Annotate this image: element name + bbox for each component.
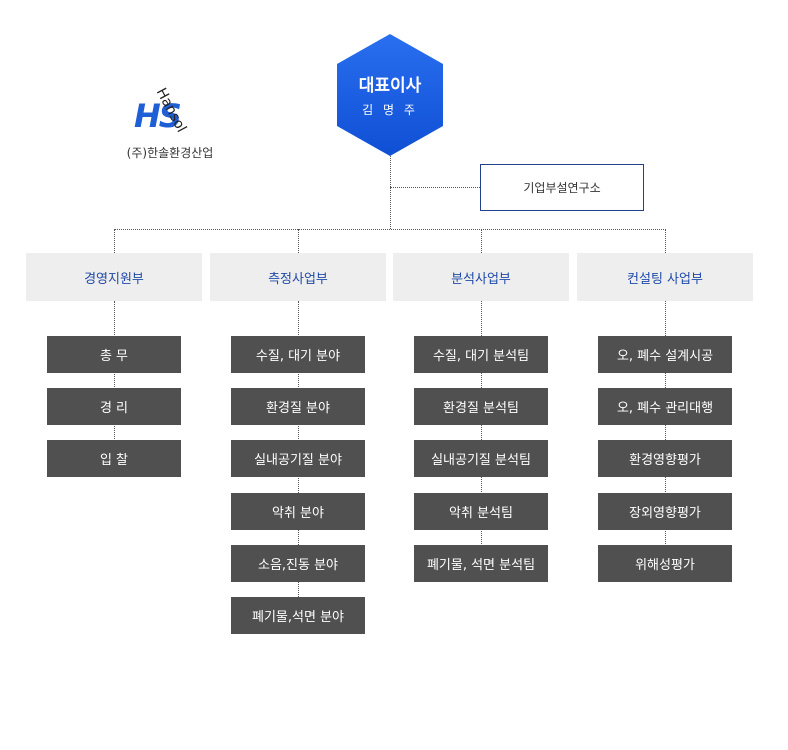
ceo-title: 대표이사 <box>358 76 422 96</box>
department-bus-line <box>114 229 666 230</box>
research-lab-label: 기업부설연구소 <box>523 181 601 195</box>
team-label: 경 리 <box>99 401 129 416</box>
team-label: 폐기물, 석면 분석팀 <box>426 558 536 573</box>
team-label: 실내공기질 분석팀 <box>431 453 531 468</box>
team-label: 환경영향평가 <box>629 453 701 468</box>
team-label: 폐기물,석면 분야 <box>252 610 344 625</box>
company-name: (주)한솔환경산업 <box>126 146 214 160</box>
team-box: 폐기물,석면 분야 <box>231 597 365 634</box>
department-header: 측정사업부 <box>210 253 386 301</box>
team-label: 장외영향평가 <box>629 506 701 521</box>
team-label: 악취 분야 <box>272 506 324 521</box>
department-label: 분석사업부 <box>451 271 511 287</box>
team-box: 경 리 <box>47 388 181 425</box>
department-label: 측정사업부 <box>268 271 328 287</box>
research-lab-box: 기업부설연구소 <box>480 164 644 211</box>
team-box: 총 무 <box>47 336 181 373</box>
lab-connector-line <box>390 187 480 188</box>
ceo-node: 대표이사 김 명 주 <box>337 34 443 156</box>
team-label: 수질, 대기 분석팀 <box>432 349 530 364</box>
department-label: 컨설팅 사업부 <box>627 271 703 287</box>
department-header: 컨설팅 사업부 <box>577 253 753 301</box>
team-box: 수질, 대기 분석팀 <box>414 336 548 373</box>
team-box: 폐기물, 석면 분석팀 <box>414 545 548 582</box>
team-label: 오, 폐수 관리대행 <box>616 401 714 416</box>
dept-drop-line <box>481 229 482 253</box>
team-box: 악취 분야 <box>231 493 365 530</box>
dept-drop-line <box>114 229 115 253</box>
department-label: 경영지원부 <box>84 271 144 287</box>
ceo-hexagon <box>337 34 443 156</box>
team-label: 입 찰 <box>99 453 129 468</box>
logo-mark: HS <box>134 97 182 135</box>
team-box: 환경질 분석팀 <box>414 388 548 425</box>
ceo-trunk-line <box>390 156 391 229</box>
team-label: 오, 폐수 설계시공 <box>616 349 714 364</box>
ceo-name: 김 명 주 <box>362 103 418 117</box>
team-label: 실내공기질 분야 <box>254 453 342 468</box>
team-box: 소음,진동 분야 <box>231 545 365 582</box>
team-box: 오, 폐수 설계시공 <box>598 336 732 373</box>
team-box: 수질, 대기 분야 <box>231 336 365 373</box>
department-header: 분석사업부 <box>393 253 569 301</box>
company-logo: HS Hansol (주)한솔환경산업 <box>118 82 228 162</box>
team-box: 실내공기질 분야 <box>231 440 365 477</box>
team-label: 환경질 분야 <box>266 401 330 416</box>
team-label: 환경질 분석팀 <box>443 401 519 416</box>
dept-drop-line <box>665 229 666 253</box>
team-box: 장외영향평가 <box>598 493 732 530</box>
team-label: 총 무 <box>99 349 129 364</box>
team-box: 입 찰 <box>47 440 181 477</box>
team-box: 오, 폐수 관리대행 <box>598 388 732 425</box>
team-label: 소음,진동 분야 <box>257 558 339 573</box>
team-label: 위해성평가 <box>635 558 695 573</box>
department-header: 경영지원부 <box>26 253 202 301</box>
team-box: 환경영향평가 <box>598 440 732 477</box>
team-box: 실내공기질 분석팀 <box>414 440 548 477</box>
team-box: 위해성평가 <box>598 545 732 582</box>
team-box: 악취 분석팀 <box>414 493 548 530</box>
team-label: 수질, 대기 분야 <box>255 349 341 364</box>
team-label: 악취 분석팀 <box>449 506 513 521</box>
team-box: 환경질 분야 <box>231 388 365 425</box>
dept-drop-line <box>298 229 299 253</box>
